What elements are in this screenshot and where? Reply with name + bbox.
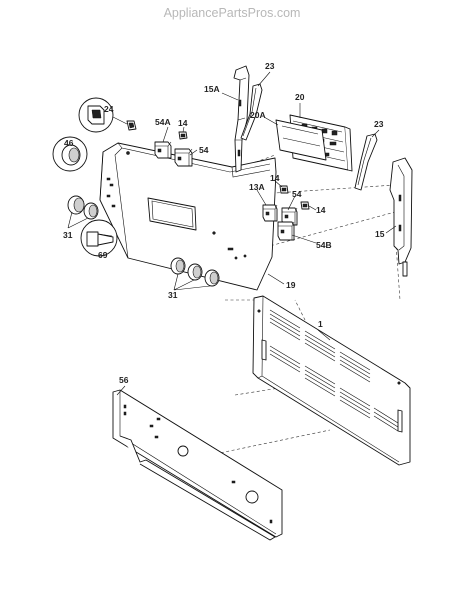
rear-panel-56 <box>112 389 283 541</box>
callout-23-upper: 23 <box>265 61 275 71</box>
end-bracket-15 <box>389 157 413 277</box>
callout-46: 46 <box>64 138 74 148</box>
callout-54A: 54A <box>155 117 171 127</box>
indicator-light-14-mid <box>279 185 289 194</box>
callout-31-left: 31 <box>63 230 73 240</box>
infinite-switch-54-upper <box>174 148 193 167</box>
callout-labels: 24 46 69 31 31 54A 14 54 15A 23 20 20A 2… <box>63 61 385 385</box>
knob-group-left <box>67 177 116 220</box>
callout-56: 56 <box>119 375 129 385</box>
detail-bubble-69 <box>80 219 118 257</box>
callout-23-right: 23 <box>374 119 384 129</box>
infinite-switch-13A <box>262 204 278 222</box>
rear-panel-1 <box>252 295 411 466</box>
bracket-15A <box>233 65 250 173</box>
watermark-text: AppliancePartsPros.com <box>164 6 301 20</box>
knob-group-lower <box>170 257 220 287</box>
callout-54-upper: 54 <box>199 145 209 155</box>
screw-icon <box>86 231 114 247</box>
leader-lines <box>67 71 397 396</box>
callout-54-lower: 54 <box>292 189 302 199</box>
callout-19: 19 <box>286 280 296 290</box>
callout-1: 1 <box>318 319 323 329</box>
infinite-switch-54A <box>154 141 172 159</box>
callout-24: 24 <box>104 104 114 114</box>
callout-15A: 15A <box>204 84 220 94</box>
switch-24 <box>112 116 137 131</box>
knob-cap-icon <box>61 144 81 166</box>
callout-20A: 20A <box>250 110 266 120</box>
bracket-23-right <box>354 133 378 191</box>
overlay-20A <box>275 119 327 161</box>
infinite-switch-54-lower <box>281 207 298 226</box>
infinite-switch-54B <box>277 221 295 241</box>
callout-31-lower: 31 <box>168 290 178 300</box>
callout-69: 69 <box>98 250 108 260</box>
indicator-light-14-right <box>300 201 310 210</box>
callout-14-right: 14 <box>316 205 326 215</box>
callout-13A: 13A <box>249 182 265 192</box>
indicator-light-14-upper <box>178 131 188 140</box>
callout-14-mid: 14 <box>270 173 280 183</box>
control-panel-19 <box>99 142 277 291</box>
detail-bubble-24 <box>78 97 114 133</box>
rocker-switch-icon <box>87 105 105 125</box>
callout-20: 20 <box>295 92 305 102</box>
louver-slots <box>269 309 399 432</box>
callout-14-upper: 14 <box>178 118 188 128</box>
detail-bubble-46 <box>52 136 88 172</box>
callout-15: 15 <box>375 229 385 239</box>
callout-54B: 54B <box>316 240 332 250</box>
bracket-23-upper <box>240 83 263 141</box>
